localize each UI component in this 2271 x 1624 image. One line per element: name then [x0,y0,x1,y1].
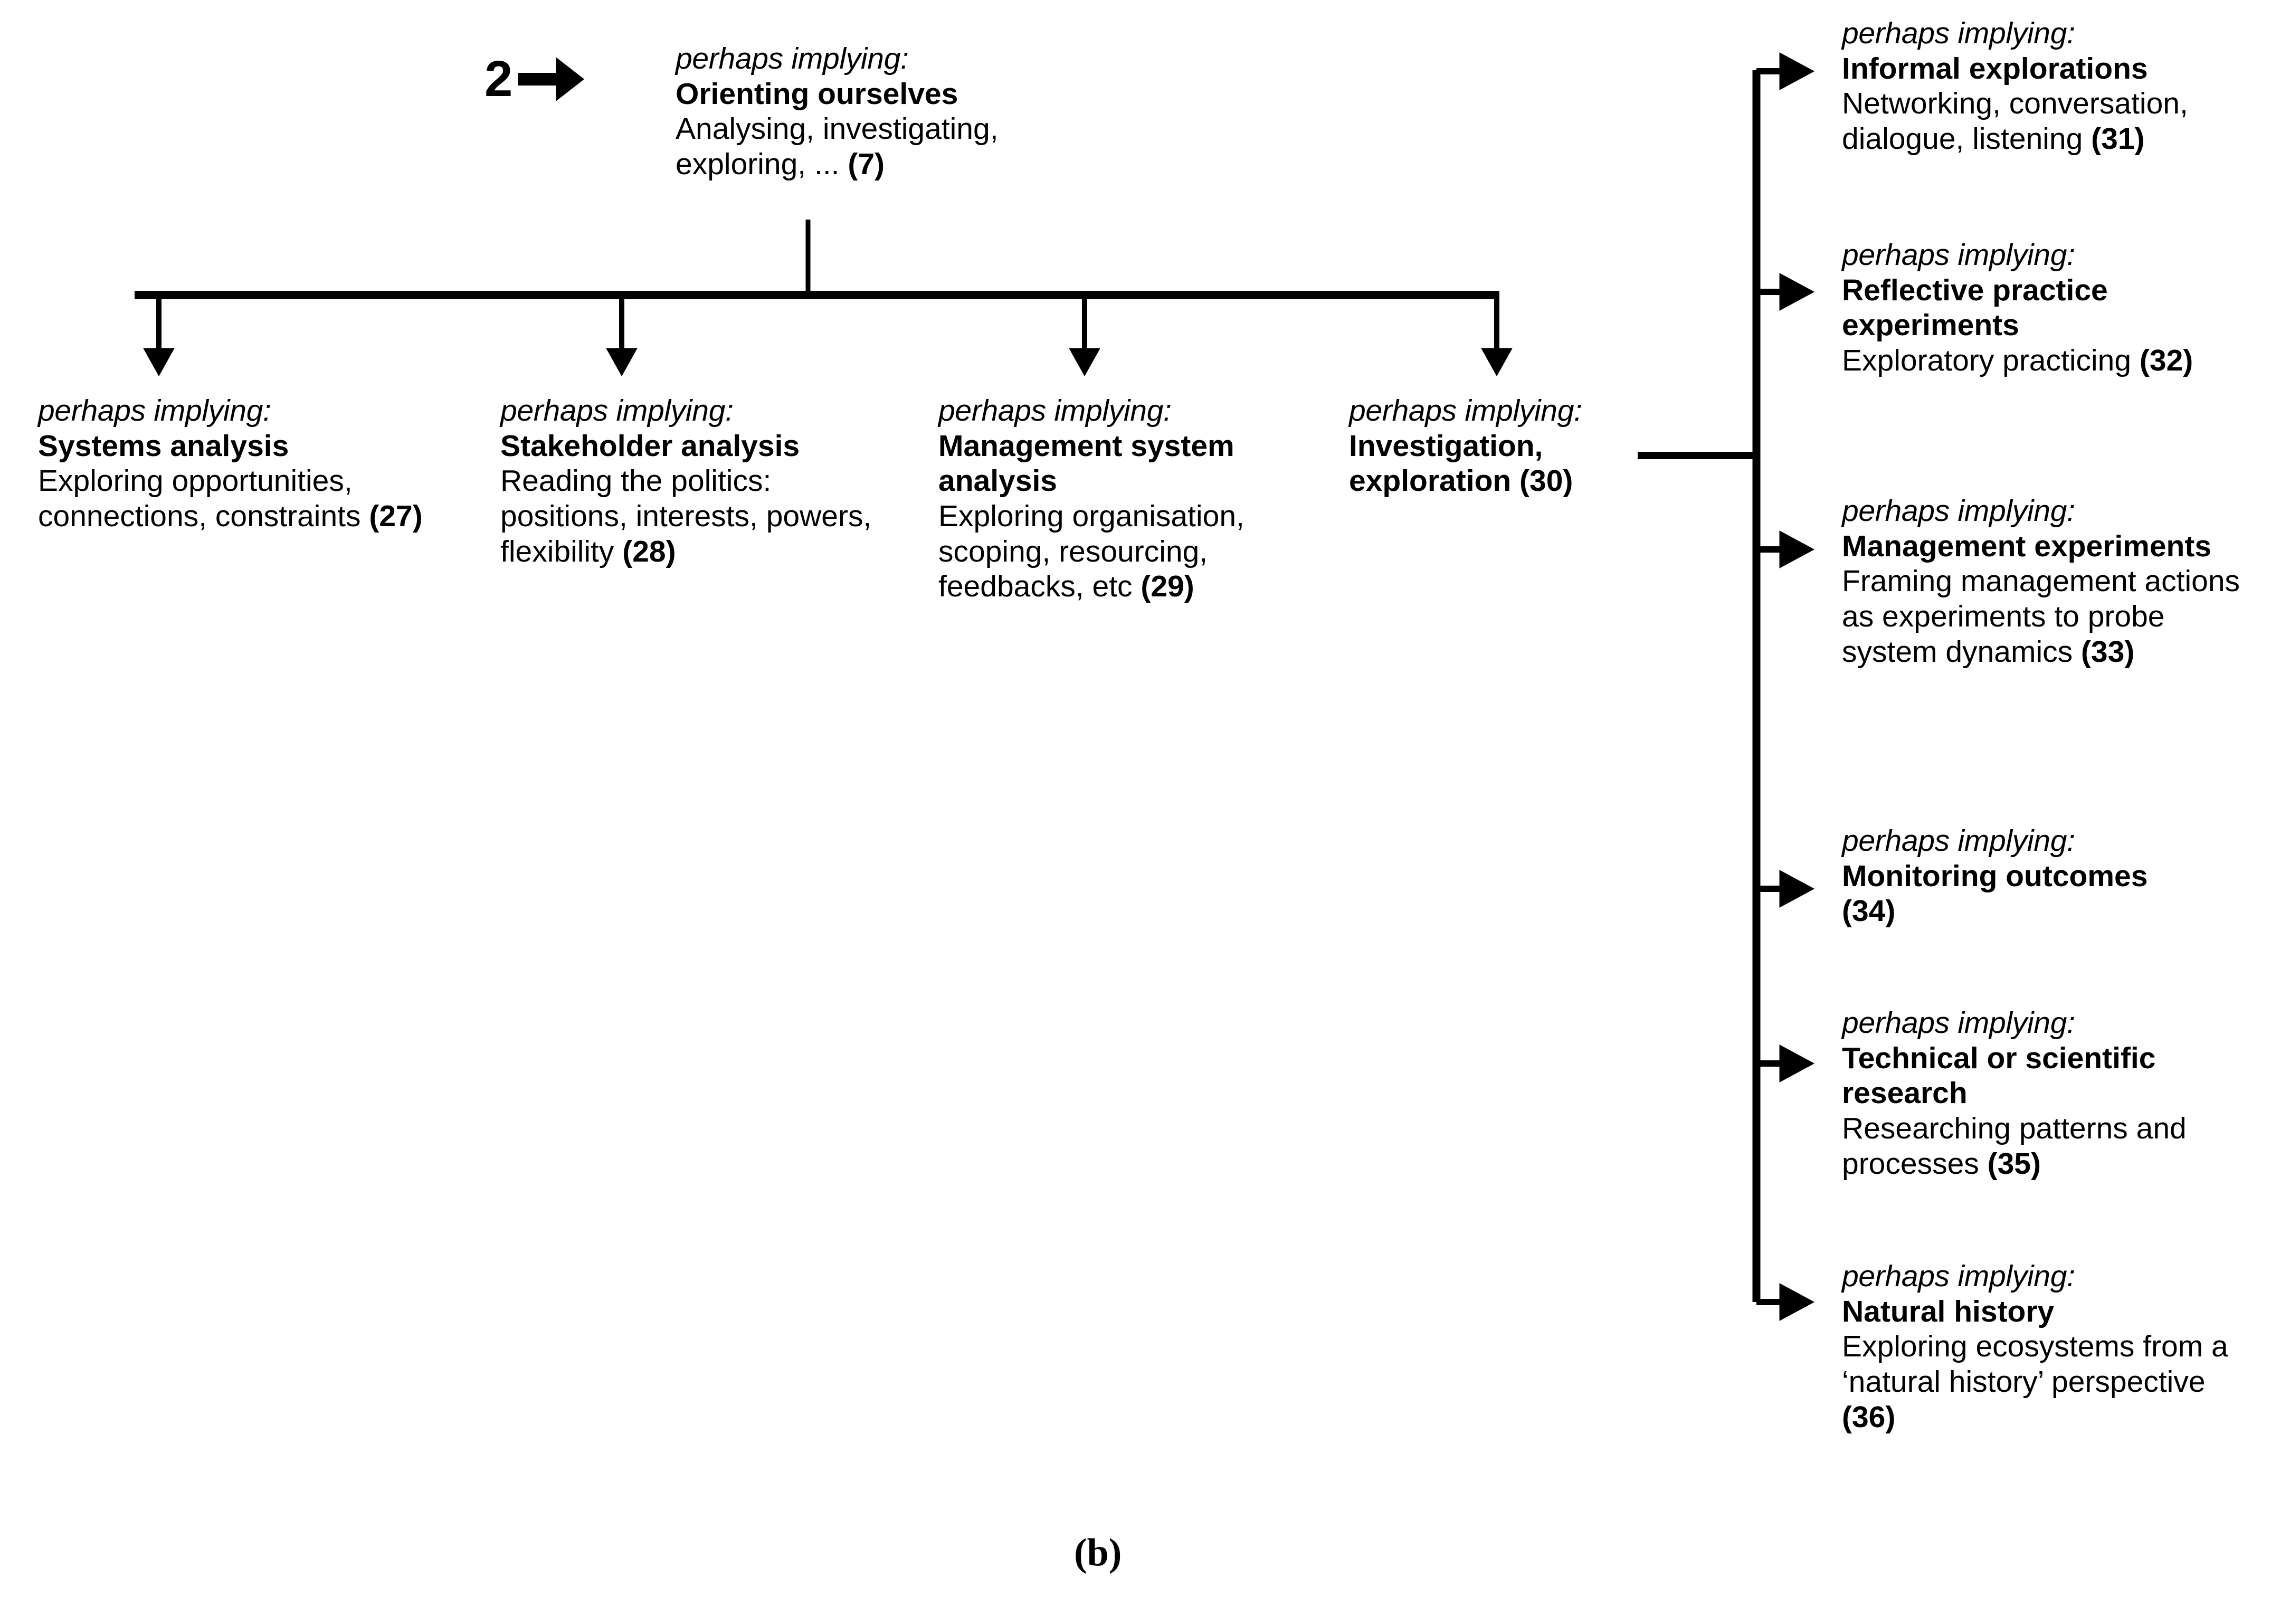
node-description: Framing management actions as experiment… [1842,564,2240,669]
node-description: Exploring organisation, scoping, resourc… [938,499,1244,604]
node-ref: (36) [1842,1400,1896,1434]
implying-label: perhaps implying: [1842,1006,2075,1040]
node-title: Systems analysis [38,429,289,463]
implying-label: perhaps implying: [1842,1259,2075,1293]
implying-label: perhaps implying: [1842,824,2075,858]
node-ref: (32) [2139,344,2193,378]
node-title: Investigation, exploration (30) [1349,429,1573,498]
branch-arrowhead-2 [606,348,638,377]
figure-caption: (b) [1074,1531,1122,1574]
implying-label: perhaps implying: [500,394,734,428]
node-systems-analysis: perhaps implying: Systems analysis Explo… [38,393,429,534]
branch-arrowhead-3 [1069,348,1100,377]
node-title: Management system analysis [938,429,1234,498]
implying-label: perhaps implying: [676,42,909,75]
node-title: Reflective practice experiments [1842,273,2108,343]
implying-label: perhaps implying: [1842,238,2075,272]
node-ref: (7) [848,147,885,182]
implying-label: perhaps implying: [1842,494,2075,528]
step-number: 2 [484,51,513,107]
node-investigation-exploration: perhaps implying: Investigation, explora… [1349,393,1645,499]
node-description: Exploratory practicing (32) [1842,344,2193,378]
node-description: Exploring ecosystems from a ‘natural his… [1842,1329,2228,1434]
node-management-system-analysis: perhaps implying: Management system anal… [938,393,1308,604]
node-ref: (31) [2091,122,2145,156]
sub-arrowhead-1 [1779,52,1815,90]
node-ref: (35) [1987,1146,2041,1181]
sub-arrowhead-6 [1779,1283,1815,1321]
node-ref: (30) [1519,464,1573,498]
node-description: Researching patterns and processes (35) [1842,1112,2187,1181]
node-stakeholder-analysis: perhaps implying: Stakeholder analysis R… [500,393,880,569]
node-description: Analysing, investigating, exploring, ...… [676,112,999,182]
node-description: Reading the politics: positions, interes… [500,464,872,568]
node-title: Stakeholder analysis [500,429,800,463]
node-monitoring-outcomes: perhaps implying: Monitoring outcomes (3… [1842,823,2259,929]
node-technical-scientific-research: perhaps implying: Technical or scientifi… [1842,1005,2259,1181]
branch-arrowhead-4 [1481,348,1513,377]
node-ref: (34) [1842,894,1896,928]
node-title: Technical or scientific research [1842,1041,2156,1110]
implying-label: perhaps implying: [1349,394,1582,428]
node-ref: (27) [369,499,423,534]
node-title: Orienting ourselves [676,77,958,111]
branch-arrowhead-1 [143,348,175,377]
node-ref: (33) [2080,634,2135,669]
node-reflective-practice-experiments: perhaps implying: Reflective practice ex… [1842,238,2259,378]
node-description: Networking, conversation, dialogue, list… [1842,87,2188,156]
node-orienting-ourselves: perhaps implying: Orienting ourselves An… [676,41,1077,182]
node-description: Exploring opportunities, connections, co… [38,464,423,534]
node-title: Informal explorations [1842,51,2148,86]
sub-arrowhead-3 [1779,530,1815,568]
node-title: Natural history [1842,1294,2055,1328]
node-informal-explorations: perhaps implying: Informal explorations … [1842,16,2259,157]
node-management-experiments: perhaps implying: Management experiments… [1842,493,2259,669]
sub-arrowhead-4 [1779,870,1815,908]
sub-arrowhead-2 [1779,273,1815,311]
implying-label: perhaps implying: [38,394,271,428]
implying-label: perhaps implying: [938,394,1172,428]
sub-arrowhead-5 [1779,1044,1815,1082]
right-arrow-icon [518,57,585,101]
implying-label: perhaps implying: [1842,16,2075,50]
node-title: Monitoring outcomes (34) [1842,859,2148,928]
node-ref: (29) [1141,569,1194,604]
node-natural-history: perhaps implying: Natural history Explor… [1842,1259,2259,1435]
step-marker: 2 [484,53,586,106]
node-ref: (28) [622,534,676,568]
node-title: Management experiments [1842,529,2212,563]
